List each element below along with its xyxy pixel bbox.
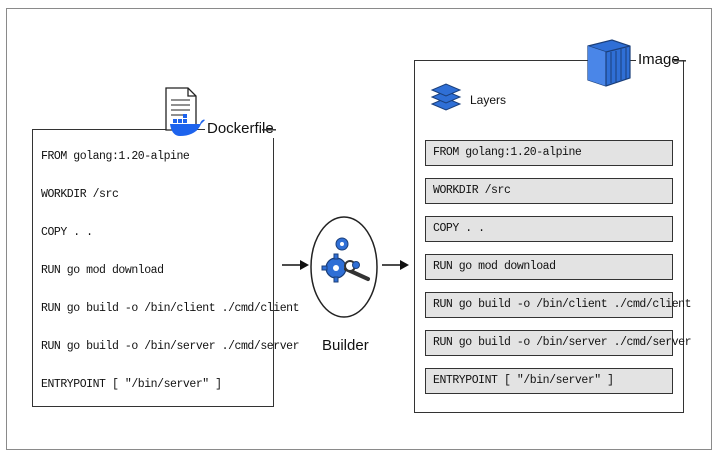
image-title-rule bbox=[674, 60, 686, 62]
dockerfile-line: RUN go build -o /bin/client ./cmd/client bbox=[41, 302, 300, 315]
layer-label: RUN go build -o /bin/client ./cmd/client bbox=[433, 298, 692, 311]
image-box: FROM golang:1.20-alpine WORKDIR /src COP… bbox=[414, 60, 691, 413]
dockerfile-title-rule bbox=[262, 129, 276, 131]
layer-row: RUN go mod download bbox=[425, 254, 673, 280]
gear-icon bbox=[335, 237, 349, 251]
layer-label: RUN go build -o /bin/server ./cmd/server bbox=[433, 336, 692, 349]
dockerfile-line: WORKDIR /src bbox=[41, 188, 119, 201]
layer-row: WORKDIR /src bbox=[425, 178, 673, 204]
dockerfile-line: FROM golang:1.20-alpine bbox=[41, 150, 190, 163]
dockerfile-line: RUN go build -o /bin/server ./cmd/server bbox=[41, 340, 300, 353]
layer-row: COPY . . bbox=[425, 216, 673, 242]
docker-whale-icon bbox=[170, 114, 205, 136]
builder-icon bbox=[310, 216, 378, 318]
image-title: Image bbox=[636, 51, 682, 69]
layer-row: RUN go build -o /bin/server ./cmd/server bbox=[425, 330, 691, 356]
arrow-to-image bbox=[382, 260, 409, 270]
layer-label: WORKDIR /src bbox=[433, 184, 511, 197]
dockerfile-title: Dockerfile bbox=[205, 120, 276, 138]
layer-label: ENTRYPOINT [ "/bin/server" ] bbox=[433, 374, 614, 387]
builder-label: Builder bbox=[322, 337, 369, 354]
layer-label: RUN go mod download bbox=[433, 260, 556, 273]
layers-label: Layers bbox=[470, 93, 507, 107]
layers-icon bbox=[430, 83, 462, 111]
layer-row: FROM golang:1.20-alpine bbox=[425, 140, 673, 166]
dockerfile-line: ENTRYPOINT [ "/bin/server" ] bbox=[41, 378, 222, 391]
dockerfile-box: FROM golang:1.20-alpine WORKDIR /src COP… bbox=[32, 129, 299, 407]
layer-label: FROM golang:1.20-alpine bbox=[433, 146, 582, 159]
dockerfile-line: RUN go mod download bbox=[41, 264, 164, 277]
layer-row: ENTRYPOINT [ "/bin/server" ] bbox=[425, 368, 673, 394]
layer-row: RUN go build -o /bin/client ./cmd/client bbox=[425, 292, 691, 318]
layer-label: COPY . . bbox=[433, 222, 485, 235]
wrench-icon bbox=[344, 260, 370, 281]
container-icon bbox=[587, 39, 631, 87]
dockerfile-icon bbox=[165, 87, 205, 136]
arrow-to-builder bbox=[282, 260, 309, 270]
dockerfile-line: COPY . . bbox=[41, 226, 93, 239]
